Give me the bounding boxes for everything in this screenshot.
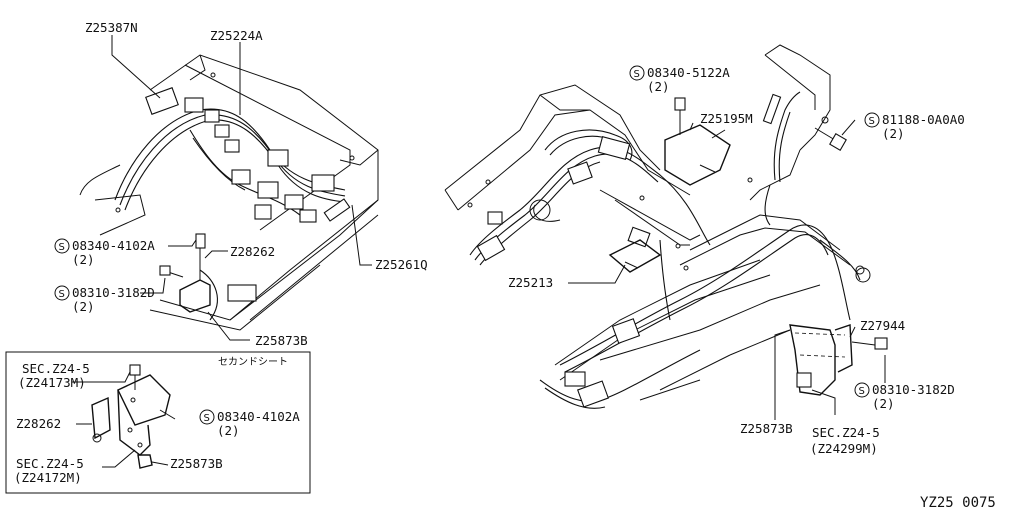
bolt-callout-08310-3182d: S 08310-3182D (2): [54, 285, 155, 314]
inset-sec-top-ref: (Z24173M): [18, 375, 86, 390]
inset-sec-top: SEC.Z24-5: [22, 361, 90, 376]
svg-text:(2): (2): [882, 126, 905, 141]
svg-text:08310-3182D: 08310-3182D: [872, 382, 955, 397]
label-z25195m: Z25195M: [700, 111, 753, 126]
svg-text:81188-0A0A0: 81188-0A0A0: [882, 112, 965, 127]
label-z25873b-right: Z25873B: [740, 421, 793, 436]
svg-text:S: S: [204, 413, 210, 424]
diagram-code: YZ25 0075: [920, 495, 996, 511]
svg-text:S: S: [869, 116, 875, 127]
label-z25873b: Z25873B: [255, 333, 308, 348]
inset-title: セカンドシート: [218, 356, 288, 368]
inset-bolt: 08340-4102A: [217, 409, 300, 424]
label-z25224a: Z25224A: [210, 28, 263, 43]
bolt-callout-08340-5122a: S 08340-5122A (2): [629, 65, 730, 94]
label-z25261q: Z25261Q: [375, 257, 428, 272]
label-z25213: Z25213: [508, 275, 553, 290]
svg-text:(2): (2): [872, 396, 895, 411]
inset-z25873b: Z25873B: [170, 456, 223, 471]
inset-second-seat: セカンドシート SEC.Z24-5 (Z24173M) Z28262 S 083…: [5, 351, 311, 494]
s-marker-icon: [629, 65, 645, 81]
inset-bolt-qty: (2): [217, 423, 240, 438]
svg-text:S: S: [634, 69, 640, 80]
inset-z28262: Z28262: [16, 416, 61, 431]
s-marker-icon: [864, 112, 880, 128]
s-marker-icon: [54, 285, 70, 301]
svg-text:S: S: [59, 289, 65, 300]
svg-text:08340-4102A: 08340-4102A: [72, 238, 155, 253]
svg-text:(2): (2): [72, 252, 95, 267]
label-sec-z24-5-right: SEC.Z24-5: [812, 425, 880, 440]
s-marker-icon: [199, 409, 215, 425]
callout-labels: Z25387N Z25224A Z25261Q Z28262 Z25873B Z…: [85, 20, 905, 456]
label-z25387n: Z25387N: [85, 20, 138, 35]
bolt-callouts: S 08340-4102A (2) S 08310-3182D (2) S 08…: [54, 65, 965, 411]
s-marker-icon: [54, 238, 70, 254]
bolt-callout-08310-3182d-right: S 08310-3182D (2): [854, 382, 955, 411]
s-marker-icon: [854, 382, 870, 398]
label-z27944: Z27944: [860, 318, 905, 333]
label-z24299m: (Z24299M): [810, 441, 878, 456]
svg-text:S: S: [59, 242, 65, 253]
bolt-callout-08340-4102a: S 08340-4102A (2): [54, 238, 155, 267]
inset-sec-bottom-ref: (Z24172M): [14, 470, 82, 485]
label-z28262: Z28262: [230, 244, 275, 259]
left-floor-assembly: [79, 54, 379, 331]
inset-sec-bottom: SEC.Z24-5: [16, 456, 84, 471]
bolt-callout-81188-0a0a0: S 81188-0A0A0 (2): [864, 112, 965, 141]
svg-text:(2): (2): [72, 299, 95, 314]
svg-text:08310-3182D: 08310-3182D: [72, 285, 155, 300]
svg-text:(2): (2): [647, 79, 670, 94]
right-frame-assembly: [444, 44, 888, 409]
svg-text:S: S: [859, 386, 865, 397]
leader-lines: [111, 35, 886, 420]
svg-text:08340-5122A: 08340-5122A: [647, 65, 730, 80]
